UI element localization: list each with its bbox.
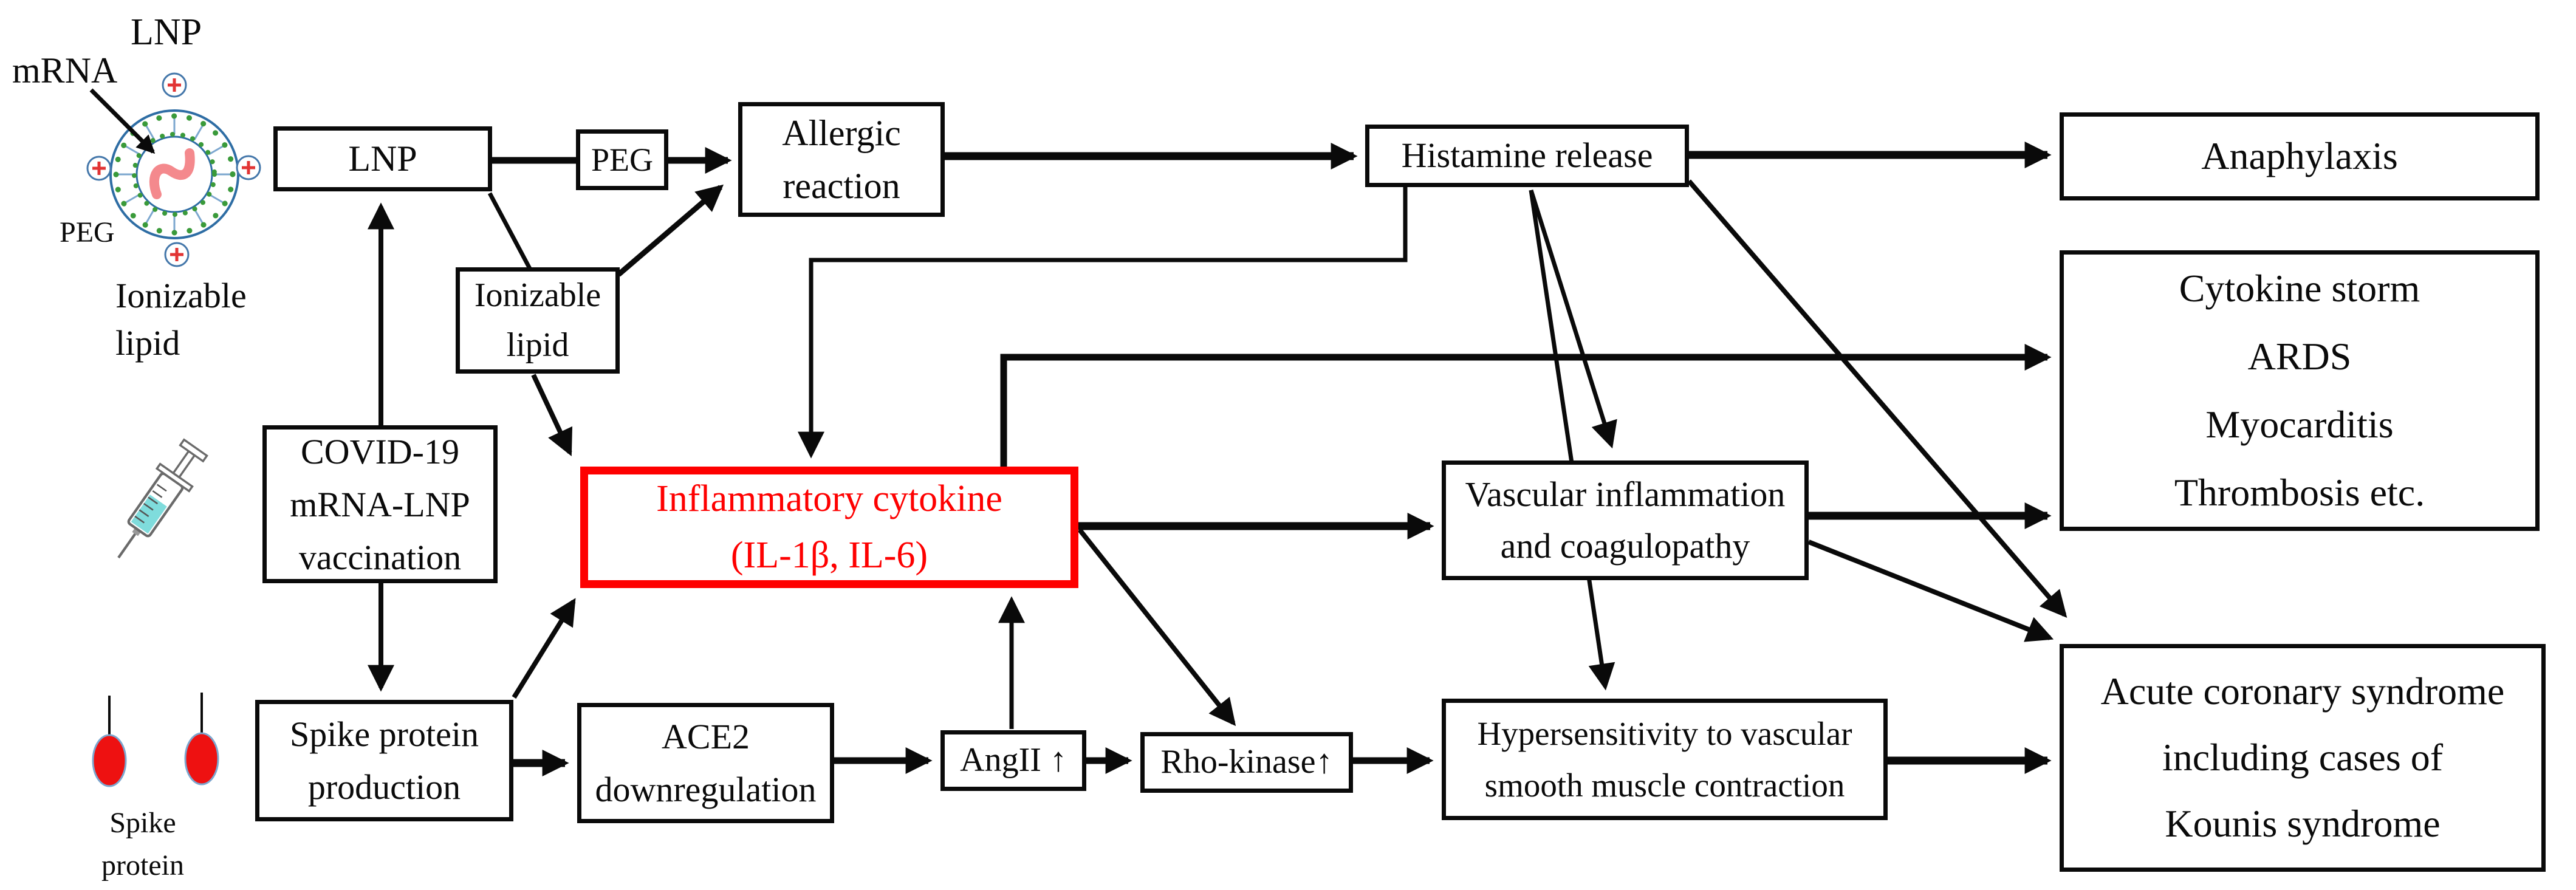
peg-charge-icons: [86, 72, 261, 267]
mrna-strand-icon: [149, 148, 195, 199]
node-acute-coronary-syndrome: Acute coronary syndrome including cases …: [2060, 644, 2546, 872]
node-inflammatory-cytokine: Inflammatory cytokine (IL-1β, IL-6): [580, 467, 1078, 588]
node-ionizable-lipid: Ionizable lipid: [456, 267, 620, 374]
arrow-ionizable-to-allergic: [617, 184, 724, 277]
node-covid-vaccination: COVID-19 mRNA-LNP vaccination: [262, 425, 498, 583]
arrow-cytokine-to-rho: [1077, 528, 1236, 727]
peg-charge-right-icon: [236, 155, 261, 180]
node-spike-protein-production: Spike protein production: [255, 700, 513, 821]
node-cytokine-storm: Cytokine storm ARDS Myocarditis Thrombos…: [2060, 250, 2540, 531]
syringe-icon: [117, 438, 208, 559]
label-spike-protein: Spike protein: [101, 807, 184, 881]
label-lnp-illustration: LNP: [131, 12, 202, 53]
arrow-vascular-to-acs: [1807, 539, 2054, 642]
node-anaphylaxis: Anaphylaxis: [2060, 112, 2540, 200]
line-lnp-to-ionizable: [487, 192, 532, 270]
spike-protein-icon: [184, 732, 219, 786]
outer-lipid-dots-icon: [113, 113, 236, 236]
lnp-particle-illustration: [86, 72, 261, 267]
node-lnp: LNP: [273, 126, 492, 191]
arrow-spikeprod-to-cytokine: [512, 598, 576, 699]
node-histamine-release: Histamine release: [1365, 125, 1689, 187]
syringe-ticks-icon: [134, 484, 167, 524]
arrow-histamine-to-cytokine: [798, 187, 1408, 459]
mrna-pointer-arrow: [89, 88, 156, 154]
label-ionizable-lipid-illustration: Ionizable lipid: [115, 276, 247, 363]
node-ace2-downregulation: ACE2 downregulation: [577, 703, 834, 823]
node-allergic-reaction: Allergic reaction: [738, 102, 945, 217]
peg-charge-left-icon: [86, 156, 112, 181]
syringe-liquid-icon: [131, 495, 167, 534]
peg-charge-bottom-icon: [164, 242, 190, 267]
label-mrna: mRNA: [12, 50, 118, 91]
node-rho-kinase: Rho-kinase↑: [1140, 732, 1353, 793]
spike-protein-icon: [92, 734, 127, 787]
node-hypersensitivity: Hypersensitivity to vascular smooth musc…: [1442, 699, 1888, 820]
inner-lipid-dots-icon: [132, 132, 217, 217]
peg-charge-top-icon: [162, 72, 187, 98]
arrow-cytokine-to-storm: [1000, 344, 2052, 467]
arrow-histamine-to-hyper: [1529, 190, 1615, 691]
arrow-ionizable-to-cytokine: [531, 374, 573, 456]
node-vascular-inflammation: Vascular inflammation and coagulopathy: [1442, 460, 1809, 580]
connectors: [368, 142, 2067, 776]
node-angii: AngII ↑: [940, 730, 1086, 791]
node-peg: PEG: [576, 129, 668, 190]
arrow-histamine-to-vascular: [1529, 189, 1617, 449]
spike-protein-icons: [92, 693, 219, 787]
label-peg-illustration: PEG: [60, 216, 115, 248]
arrow-histamine-to-acs: [1687, 179, 2067, 618]
